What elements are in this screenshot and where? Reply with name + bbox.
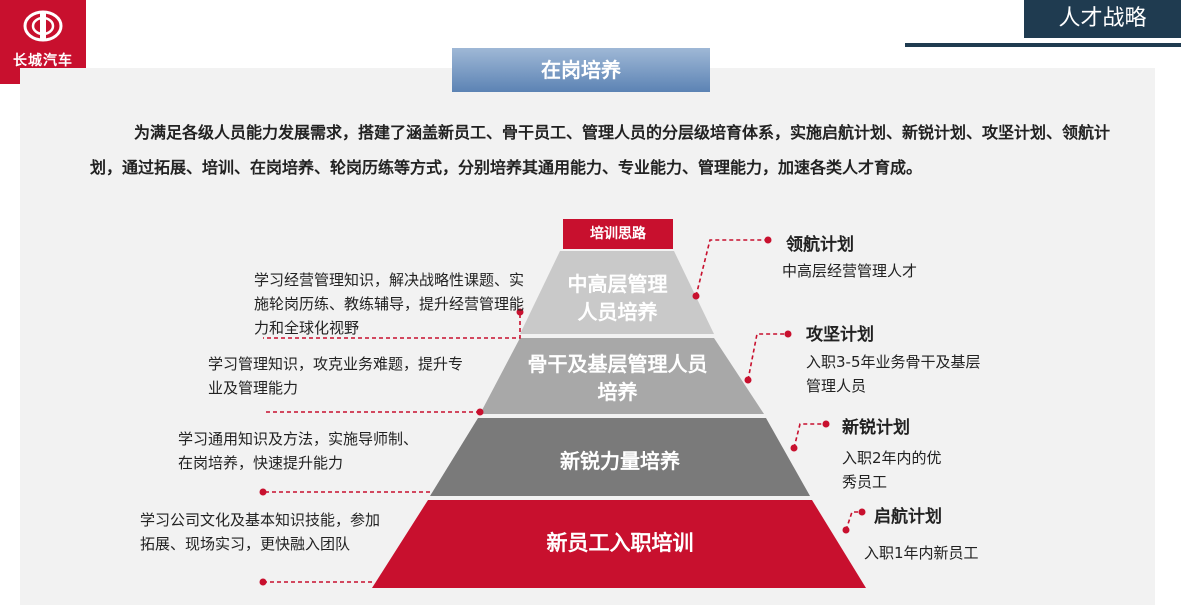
tier-title-3: 新锐力量培养 — [560, 449, 680, 473]
great-wall-logo-icon — [23, 10, 63, 42]
brand-name: 长城汽车 — [13, 53, 73, 69]
connector-dot — [516, 308, 524, 316]
tier-title-1: 中高层管理人员培养 — [567, 272, 668, 324]
connector-dot — [259, 488, 267, 496]
pyramid-tier-1 — [520, 251, 714, 334]
tier-title-4: 新员工入职培训 — [546, 531, 694, 555]
connector-dot — [858, 508, 866, 516]
section-tab: 人才战略 — [1024, 0, 1181, 38]
pyramid-tier-3 — [430, 418, 810, 496]
connector-dot — [822, 420, 830, 428]
tier-description-3: 学习通用知识及方法，实施导师制、在岗培养，快速提升能力 — [178, 430, 419, 472]
plan-name-launch: 启航计划 — [874, 507, 942, 527]
plan-target-tackle: 入职3-5年业务骨干及基层管理人员 — [806, 353, 981, 395]
page-title: 在岗培养 — [452, 48, 710, 92]
connector-dot — [259, 578, 267, 586]
plan-target-launch: 入职1年内新员工 — [864, 544, 979, 562]
plan-name-emerging: 新锐计划 — [842, 418, 910, 438]
tier-title-2: 骨干及基层管理人员培养 — [527, 352, 708, 404]
plan-target-leading: 中高层经营管理人才 — [782, 262, 918, 280]
right-connectors — [695, 239, 862, 531]
connector-dot — [790, 444, 798, 452]
connector-dot — [476, 408, 484, 416]
plan-name-tackle: 攻坚计划 — [806, 325, 874, 345]
pyramid-tier-4 — [372, 500, 866, 588]
header-divider — [905, 43, 1181, 47]
plan-target-emerging: 入职2年内的优秀员工 — [842, 449, 942, 491]
plan-name-leading: 领航计划 — [786, 235, 854, 255]
connector-dot — [842, 526, 850, 534]
connector-dot — [784, 330, 792, 338]
left-connectors — [263, 314, 521, 583]
intro-paragraph: 为满足各级人员能力发展需求，搭建了涵盖新员工、骨干员工、管理人员的分层级培育体系… — [90, 123, 1111, 177]
tier-description-2: 学习管理知识，攻克业务难题，提升专业及管理能力 — [208, 355, 464, 397]
tier-description-1: 学习经营管理知识，解决战略性课题、实施轮岗历练、教练辅导，提升经营管理能力和全球… — [254, 271, 525, 337]
connector-dot — [692, 292, 700, 300]
connector-dot — [764, 236, 772, 244]
pyramid-tier-2 — [480, 338, 764, 414]
approach-label: 培训思路 — [563, 219, 673, 249]
tier-description-4: 学习公司文化及基本知识技能，参加拓展、现场实习，更快融入团队 — [140, 511, 381, 553]
connector-dot — [744, 376, 752, 384]
